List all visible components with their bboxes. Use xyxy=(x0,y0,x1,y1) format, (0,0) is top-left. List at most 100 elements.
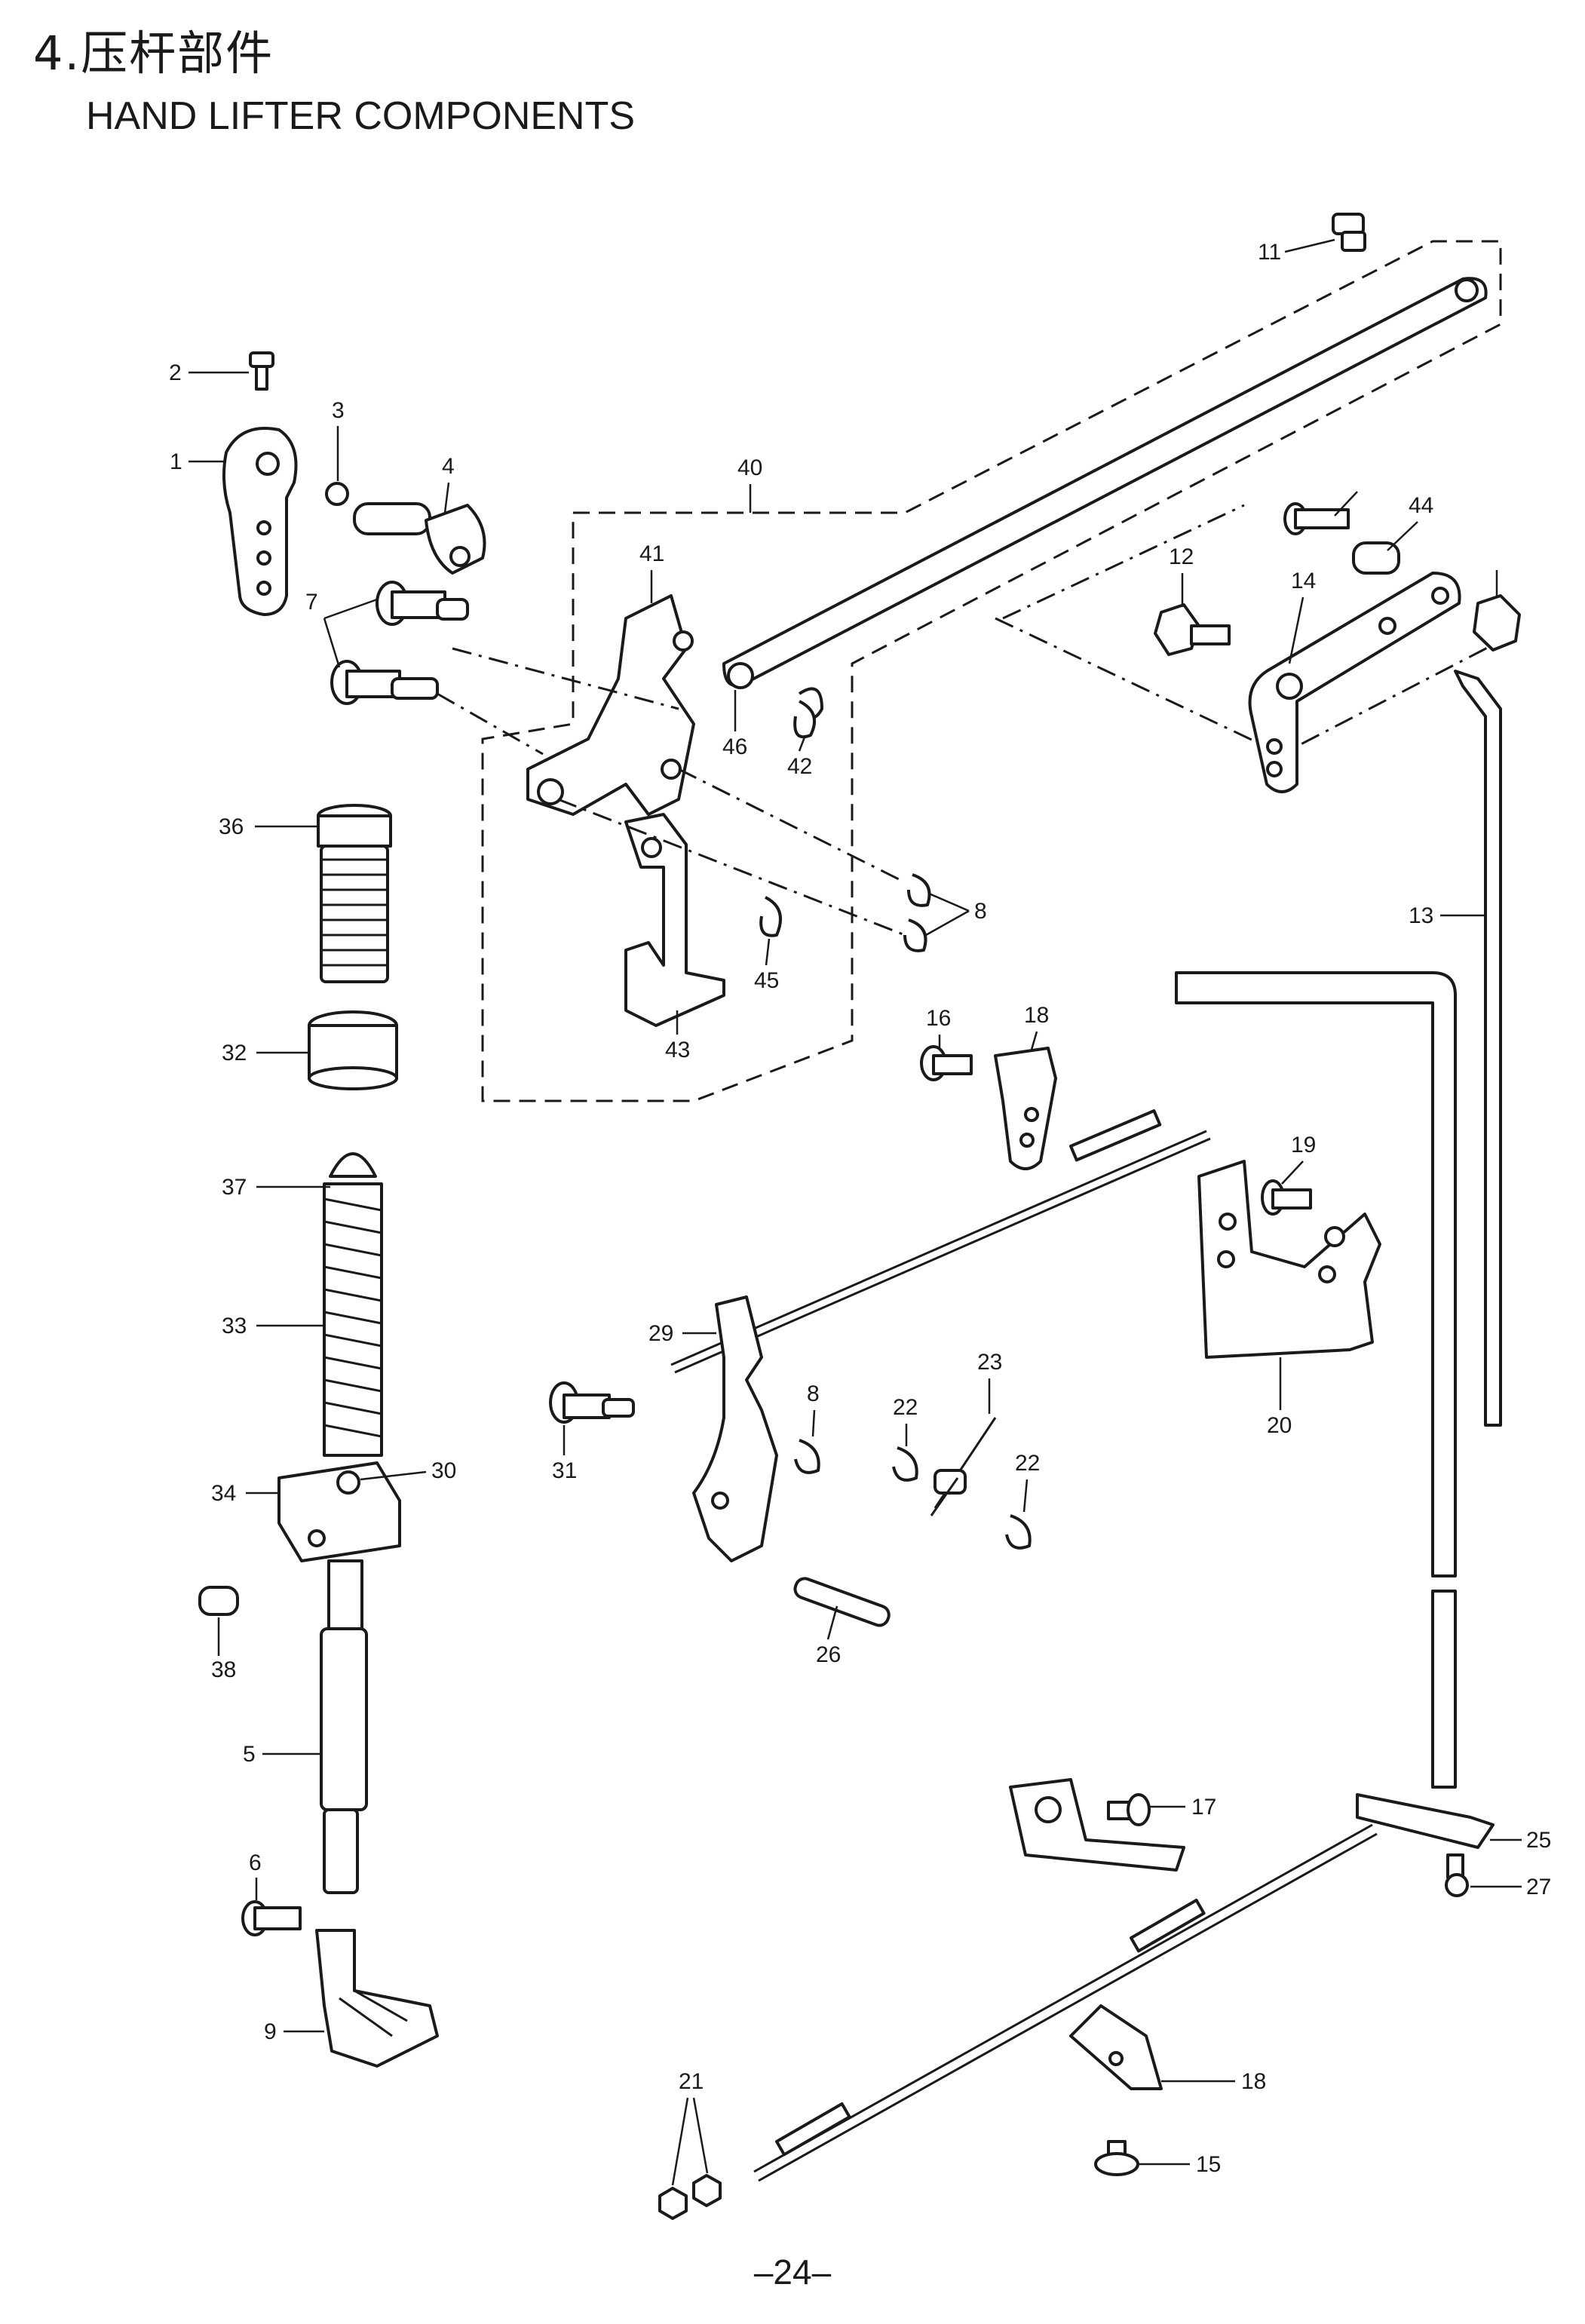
page-number: –24– xyxy=(753,2252,832,2292)
pin-26-icon xyxy=(793,1577,891,1627)
lifter-rod-icon xyxy=(1175,971,1457,1577)
link-14-icon xyxy=(1248,572,1461,793)
lower-cable-icon xyxy=(753,1823,1378,2182)
callout-18b: 18 xyxy=(1241,2069,1266,2094)
cable-lever-assembly xyxy=(549,1045,1381,2220)
callout-8b: 8 xyxy=(807,1381,820,1406)
nut-21b-icon xyxy=(692,2174,722,2207)
spring-32-icon xyxy=(323,1182,383,1457)
bracket-25-icon xyxy=(1356,1793,1495,1849)
callout-36: 38 xyxy=(211,1657,236,1682)
callout-11: 11 xyxy=(1258,240,1281,265)
callout-25: 25 xyxy=(1526,1828,1551,1853)
stud-29-icon xyxy=(549,1381,635,1424)
bracket-17-icon xyxy=(1009,1778,1185,1872)
crank-shaft-4-icon xyxy=(353,502,486,575)
nut-30-icon xyxy=(308,1010,398,1090)
screw-45-icon xyxy=(1283,502,1350,535)
nut-21-icon xyxy=(658,2187,688,2220)
callout-12: 12 xyxy=(1169,544,1194,569)
cable-clamp-18-icon xyxy=(994,1047,1057,1170)
callout-23: 23 xyxy=(977,1350,1002,1375)
callout-29: 31 xyxy=(552,1458,577,1483)
set-screw-36-icon xyxy=(198,1586,239,1616)
section-title-english: HAND LIFTER COMPONENTS xyxy=(86,94,636,138)
spring-cap-37-icon xyxy=(329,1152,377,1178)
callout-8: 8 xyxy=(974,899,987,924)
callout-27: 27 xyxy=(1526,1875,1551,1899)
presser-bar-assembly xyxy=(198,351,486,2068)
callout-13: 13 xyxy=(1409,903,1433,928)
snap-ring-8c-icon xyxy=(794,1439,820,1474)
cable-icon xyxy=(670,1130,1211,1374)
presser-bracket-33-icon xyxy=(277,1461,401,1562)
callout-44: 44 xyxy=(1409,493,1433,518)
callout-39: 41 xyxy=(639,541,664,566)
callout-7: 7 xyxy=(305,590,318,615)
callout-32: 33 xyxy=(222,1314,247,1338)
snap-ring-22-icon xyxy=(892,1446,918,1482)
link-plate-39-icon xyxy=(526,594,695,816)
long-link-38-icon xyxy=(722,277,1488,688)
callout-30: 32 xyxy=(222,1041,247,1065)
hook-41-icon xyxy=(624,813,725,1027)
callout-34: 30 xyxy=(431,1458,456,1483)
screw-15-icon xyxy=(1094,2140,1139,2176)
lifter-lever-1-icon xyxy=(222,427,298,616)
link-assembly xyxy=(437,213,1488,1027)
callout-6: 6 xyxy=(249,1850,262,1875)
screw-16-icon xyxy=(920,1045,973,1081)
callout-37: 37 xyxy=(222,1175,247,1200)
callout-41: 43 xyxy=(665,1038,690,1062)
callout-9: 9 xyxy=(264,2019,277,2044)
screw-19-icon xyxy=(1261,1179,1312,1216)
callout-28: 29 xyxy=(648,1321,673,1346)
callout-labels: 1 2 3 4 7 36 32 37 33 34 30 38 5 6 9 40 … xyxy=(169,238,1551,2186)
callout-33: 34 xyxy=(211,1481,236,1506)
callout-4: 4 xyxy=(442,454,455,479)
snap-ring-40-icon xyxy=(793,700,816,739)
washer-3-icon xyxy=(325,482,349,506)
callout-26: 26 xyxy=(816,1642,841,1667)
stepped-stud-7-icon xyxy=(330,581,469,705)
screw-6-icon xyxy=(241,1900,302,1936)
screw-2-icon xyxy=(249,351,274,391)
callout-3: 3 xyxy=(332,398,345,423)
cable-clamp-18b-icon xyxy=(1069,2004,1163,2090)
lever-28-icon xyxy=(692,1295,778,1562)
right-link-assembly xyxy=(1154,502,1521,1897)
snap-ring-8-icon xyxy=(907,873,931,907)
plate-20-icon xyxy=(1197,1160,1381,1359)
snap-ring-22b-icon xyxy=(1005,1514,1032,1550)
callout-18: 18 xyxy=(1024,1003,1049,1028)
presser-foot-9-icon xyxy=(315,1929,439,2068)
section-title-chinese: 4.压杆部件 xyxy=(33,26,274,81)
callout-14: 14 xyxy=(1291,569,1316,593)
callout-5: 5 xyxy=(243,1742,256,1767)
callout-1: 1 xyxy=(170,449,182,474)
callout-43: 46 xyxy=(722,734,747,759)
snap-ring-8b-icon xyxy=(903,918,927,952)
snap-ring-42-icon xyxy=(759,896,782,937)
callout-40: 42 xyxy=(787,754,812,779)
callout-22: 22 xyxy=(893,1395,918,1420)
rod-13-icon xyxy=(1454,670,1502,1427)
callout-31: 36 xyxy=(219,814,244,839)
presser-bar-5-icon xyxy=(320,1559,368,1894)
callout-22b: 22 xyxy=(1015,1451,1040,1476)
torsion-spring-23-icon xyxy=(930,1417,997,1516)
callout-21: 21 xyxy=(679,2069,704,2094)
screw-12-icon xyxy=(1154,603,1231,656)
nut-46-icon xyxy=(1473,594,1521,652)
adjusting-screw-31-icon xyxy=(317,804,392,983)
callout-20: 20 xyxy=(1267,1413,1292,1438)
callout-15: 15 xyxy=(1196,2152,1221,2177)
callout-2: 2 xyxy=(169,360,182,385)
callout-16: 16 xyxy=(926,1006,951,1031)
screw-11-icon xyxy=(1332,213,1366,252)
callout-42: 45 xyxy=(754,968,779,993)
callout-19: 19 xyxy=(1291,1133,1316,1157)
screw-17-icon xyxy=(1107,1793,1151,1826)
callout-17: 17 xyxy=(1191,1795,1216,1820)
